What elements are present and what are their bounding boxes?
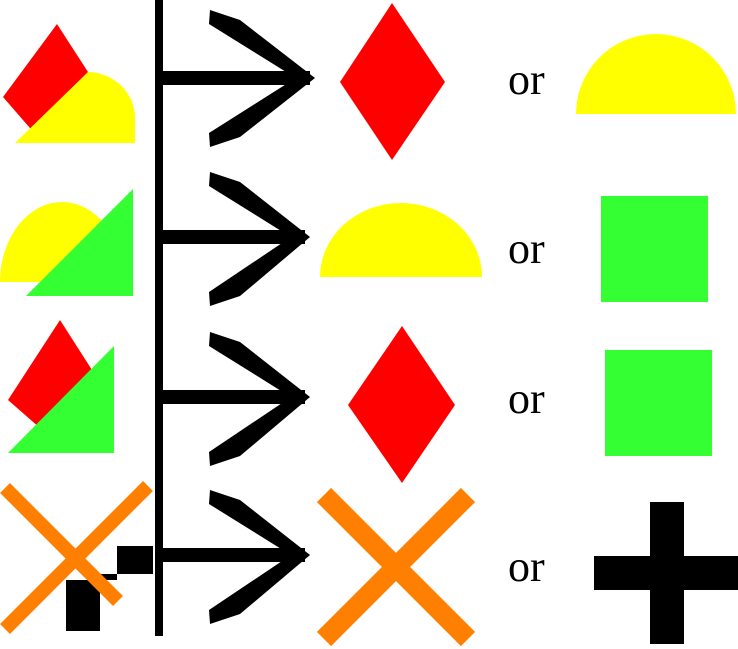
row-2 (0, 172, 708, 306)
yellow-semicircle-shape (576, 34, 736, 114)
row-1 (3, 3, 736, 160)
red-diamond-shape (3, 24, 88, 135)
row-3-arrow (163, 332, 310, 466)
row-4-arrow (163, 490, 310, 624)
green-square-shape (601, 196, 708, 302)
yellow-semicircle-shape (320, 203, 482, 277)
red-diamond-shape (8, 320, 92, 428)
row-1-arrow (163, 10, 315, 147)
red-diamond-shape (340, 3, 445, 160)
green-square-shape (605, 350, 712, 456)
row-2-input-group (0, 189, 133, 296)
row-3 (8, 320, 712, 483)
row-2-arrow (163, 172, 310, 306)
row-1-input-group (3, 24, 136, 143)
row-4-input-group (0, 481, 153, 634)
row-3-input-group (8, 320, 114, 453)
row-4 (0, 481, 738, 647)
or-label: or (508, 55, 545, 104)
black-plus-shape (594, 502, 738, 644)
or-label: or (508, 542, 545, 591)
or-label: or (508, 224, 545, 273)
green-triangle-shape (8, 346, 114, 453)
green-triangle-shape (26, 189, 133, 296)
yellow-semicircle-shape (15, 72, 136, 143)
orange-x-stroke (0, 481, 153, 634)
black-corner-shape (66, 546, 153, 631)
red-diamond-shape (348, 326, 455, 483)
orange-x-stroke (0, 483, 123, 606)
orange-x-shape (316, 487, 476, 647)
or-label: or (508, 374, 545, 423)
